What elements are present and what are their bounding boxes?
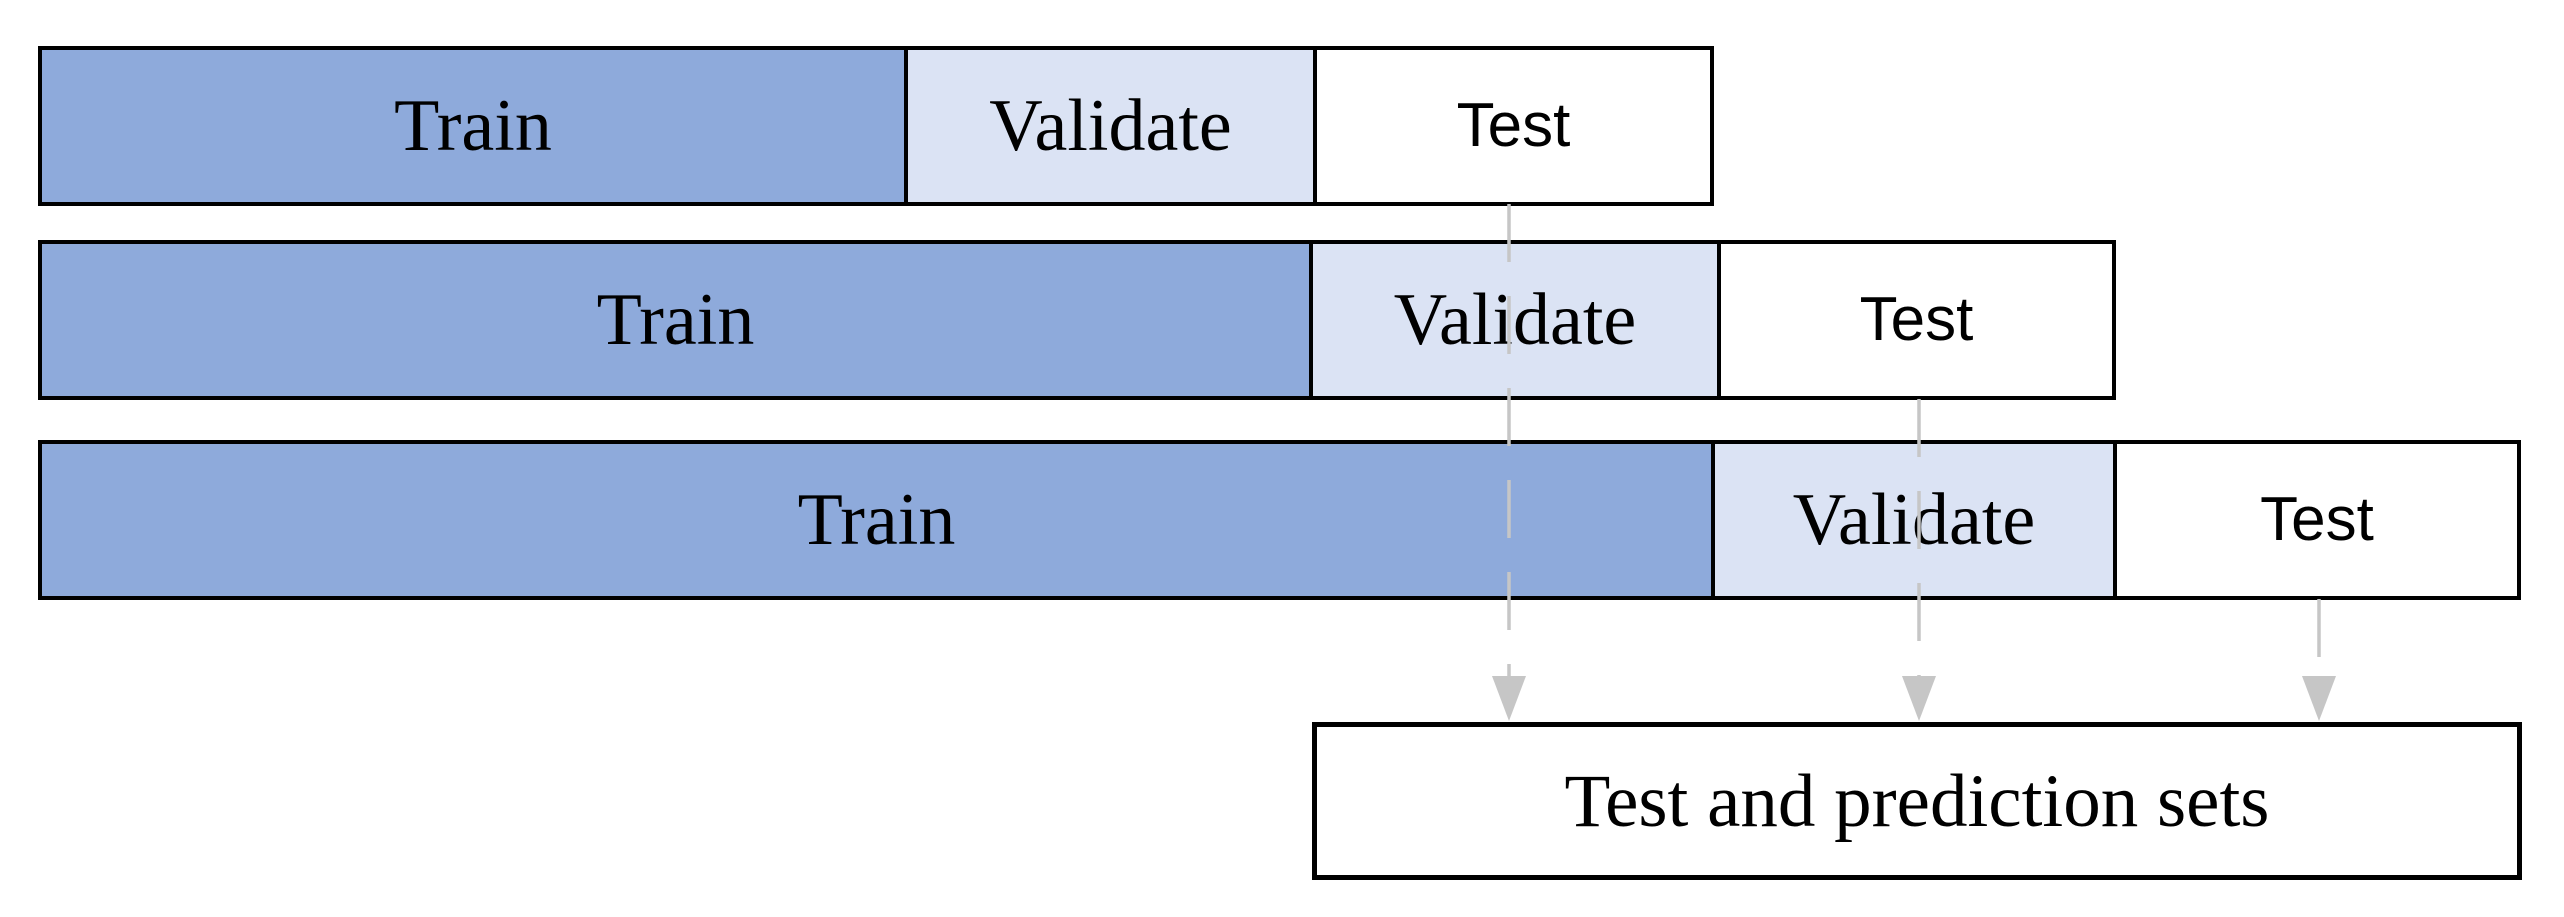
fold-1-test-arrowhead-icon (1492, 676, 1526, 721)
output-box-label: Test and prediction sets (1564, 759, 2270, 843)
fold-2-validate-segment: Validate (1309, 240, 1721, 400)
fold-3-validate-label: Validate (1792, 479, 2036, 561)
fold-2-train-label: Train (596, 279, 755, 361)
fold-3-test-arrowhead-icon (2302, 676, 2336, 721)
fold-3-validate-segment: Validate (1711, 440, 2117, 600)
fold-1-test-label: Test (1456, 91, 1571, 160)
fold-2-test-arrowhead-icon (1902, 676, 1936, 721)
fold-1-train-segment: Train (38, 46, 908, 206)
fold-3-train-segment: Train (38, 440, 1715, 600)
fold-2-test-segment: Test (1717, 240, 2116, 400)
fold-1-test-segment: Test (1313, 46, 1714, 206)
fold-1-train-label: Train (394, 85, 552, 167)
fold-2-train-segment: Train (38, 240, 1313, 400)
output-box: Test and prediction sets (1312, 722, 2522, 880)
fold-1-validate-segment: Validate (904, 46, 1317, 206)
fold-3-test-segment: Test (2113, 440, 2521, 600)
fold-3-train-label: Train (797, 479, 956, 561)
fold-3-test-label: Test (2260, 485, 2374, 554)
fold-2-test-label: Test (1859, 285, 1974, 354)
fold-2-validate-label: Validate (1393, 279, 1637, 361)
fold-1-validate-label: Validate (989, 85, 1232, 167)
